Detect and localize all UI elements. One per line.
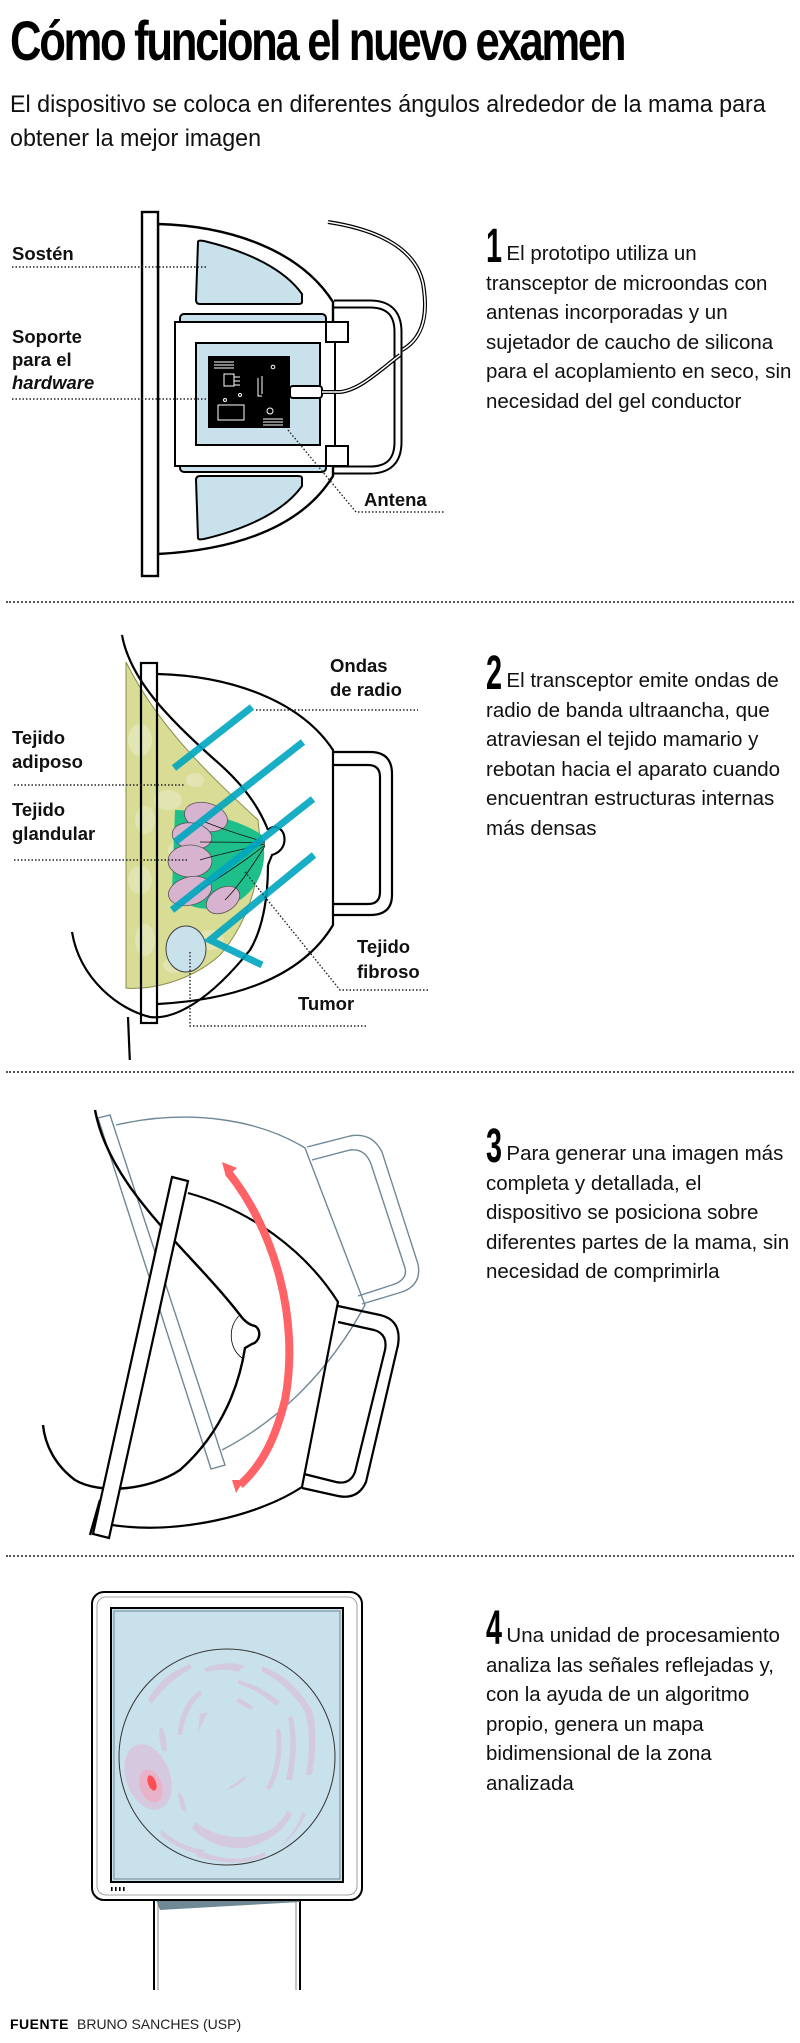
label-antenna: Antena: [364, 489, 427, 510]
reflection-band: [286, 1715, 296, 1780]
radio-wave: [169, 796, 316, 913]
step-number: 2: [486, 647, 503, 700]
motion-arrow: [224, 1169, 294, 1488]
label-adipose-1: Tejido: [12, 727, 66, 748]
section-divider: [6, 1555, 794, 1557]
monitor-stand: [153, 1900, 301, 1990]
label-glandular-2: glandular: [12, 823, 96, 844]
step-text: Para generar una imagen más completa y d…: [486, 1142, 790, 1283]
reflection-band: [228, 1776, 246, 1790]
breast-cross-section-illustration: [14, 634, 428, 1060]
radio-wave: [203, 852, 317, 969]
device-body: [157, 672, 335, 1006]
label-hardware-italic: hardware: [12, 372, 95, 393]
label-glandular-1: Tejido: [12, 799, 66, 820]
step-text: El prototipo utiliza un transceptor de m…: [486, 242, 792, 413]
reflection-band: [278, 1812, 306, 1848]
source-value: BRUNO SANCHES (USP): [77, 2016, 242, 2032]
radio-wave: [172, 739, 306, 845]
label-fibrous-2: fibroso: [357, 961, 420, 982]
body-contour: [120, 634, 270, 831]
ghost-device-body: [115, 1116, 366, 1451]
nipple-areola: [230, 1314, 243, 1359]
step-number: 1: [486, 220, 503, 273]
reflection-band: [266, 1728, 282, 1790]
step-3: 3 Para generar una imagen más completa y…: [486, 1120, 796, 1287]
monitor-illustration: [91, 1591, 363, 1990]
reflection-band: [205, 1663, 245, 1672]
page-subtitle: El dispositivo se coloca en diferentes á…: [10, 91, 766, 152]
reflection-band: [159, 1727, 167, 1752]
label-fibrous-1: Tejido: [357, 936, 411, 957]
label-hardware-support-2: para el: [12, 349, 72, 370]
bra-pad-bottom: [194, 475, 303, 541]
radio-wave: [171, 704, 255, 771]
label-tumor: Tumor: [298, 993, 355, 1014]
device-body: [111, 1191, 340, 1529]
tumor: [165, 925, 207, 973]
bra-pad-top: [194, 239, 303, 305]
reflection-band: [238, 1680, 280, 1706]
device-plate: [91, 1175, 190, 1540]
source-label: FUENTE: [10, 2016, 69, 2032]
label-radio-waves-2: de radio: [330, 679, 402, 700]
label-hardware-support-1: Soporte: [12, 326, 82, 347]
section-divider: [6, 601, 794, 603]
device-illustration: [12, 210, 444, 578]
label-adipose-2: adiposo: [12, 751, 83, 772]
reflection-band: [196, 1850, 265, 1863]
step-text: El transceptor emite ondas de radio de b…: [486, 669, 781, 840]
ghost-device-plate: [97, 1114, 226, 1470]
leader-fibrous: [244, 871, 428, 991]
step-2: 2 El transceptor emite ondas de radio de…: [486, 647, 796, 843]
label-hardware-support-3: hardware: [12, 371, 94, 395]
scan-region: [118, 1648, 336, 1866]
reflection-band: [160, 1830, 205, 1854]
step-number: 3: [486, 1120, 503, 1173]
device-base-plate: [140, 210, 160, 578]
tumor-hotspot: [147, 1775, 157, 1791]
step-1: 1 El prototipo utiliza un transceptor de…: [486, 220, 796, 416]
step-4: 4 Una unidad de procesamiento analiza la…: [486, 1602, 796, 1798]
motion-arrow-head-bottom: [232, 1480, 244, 1493]
device-positioning-illustration: [41, 1109, 420, 1540]
reflection-band: [178, 1690, 202, 1735]
label-radio-waves-1: Ondas: [330, 655, 388, 676]
label-bra: Sostén: [12, 243, 74, 264]
source-credit: FUENTE BRUNO SANCHES (USP): [10, 2016, 241, 2032]
body-contour: [41, 1109, 261, 1490]
step-text: Una unidad de procesamiento analiza las …: [486, 1624, 780, 1795]
motion-arrow-head-top: [222, 1162, 237, 1177]
leader-antenna: [287, 429, 444, 513]
reflection-band: [148, 1664, 192, 1704]
leader-tumor: [189, 952, 368, 1027]
reflection-band: [192, 1810, 292, 1849]
step-number: 4: [486, 1602, 503, 1655]
circuit-board: [208, 356, 290, 428]
device-base-plate: [139, 661, 159, 1025]
section-divider: [6, 1071, 794, 1073]
status-indicator: [111, 1887, 125, 1891]
lobule: [167, 844, 213, 878]
reflection-band: [178, 1792, 186, 1812]
reflection-band: [262, 1666, 316, 1775]
reflection-band: [236, 1698, 254, 1710]
page-title: Cómo funciona el nuevo examen: [10, 9, 627, 72]
reflection-band: [198, 1712, 208, 1732]
